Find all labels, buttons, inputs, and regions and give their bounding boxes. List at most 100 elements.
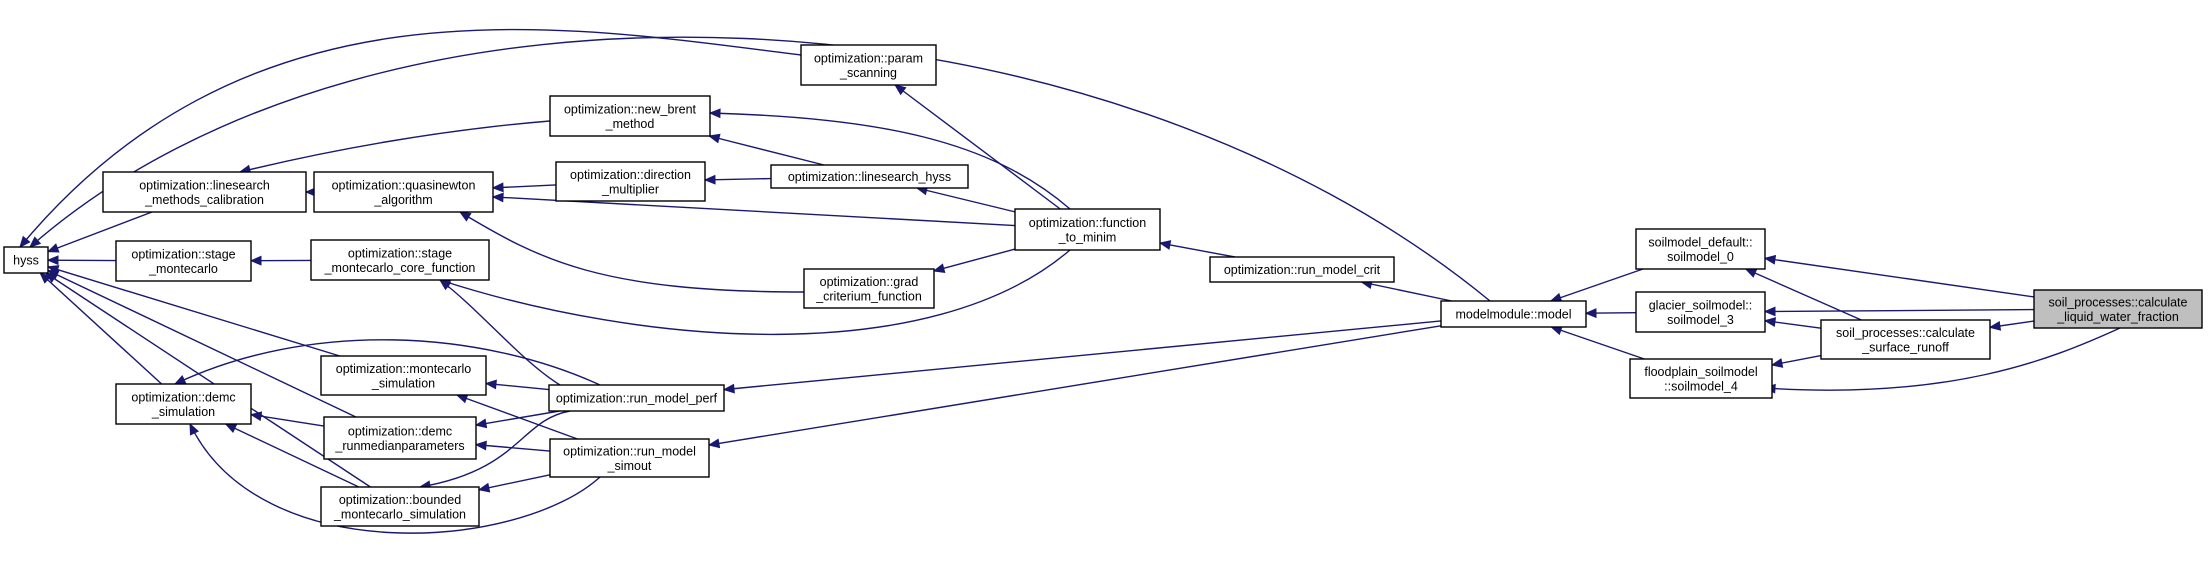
edge-demc_sim-to-bounded_mc-arrowhead [224, 423, 238, 433]
edge-hyss-to-ls_calib [47, 211, 153, 253]
node-box [1629, 358, 1773, 399]
node-liquid-water[interactable]: soil_processes::calculate_liquid_water_f… [2033, 289, 2203, 329]
edge-hyss-to-demc_runmedian [47, 269, 357, 418]
edge-bounded_mc-to-run_model_simout-arrowhead [477, 482, 491, 493]
edge-run_model_perf-to-modelmodule [723, 320, 1442, 391]
node-label: _simout [607, 459, 652, 473]
node-stage-core[interactable]: optimization::stage_montecarlo_core_func… [310, 239, 490, 281]
node-box [115, 383, 252, 425]
edge-soilmodel_0-to-surface_runoff-arrowhead [1744, 268, 1758, 278]
node-label: optimization::new_brent [564, 102, 697, 116]
edge-demc_sim-to-bounded_mc [225, 423, 360, 488]
node-soilmodel-3[interactable]: glacier_soilmodel::soilmodel_3 [1635, 291, 1766, 333]
node-new-brent[interactable]: optimization::new_brent_method [549, 95, 711, 137]
node-stage-mc[interactable]: optimization::stage_montecarlo [115, 240, 252, 282]
node-demc-sim[interactable]: optimization::demc_simulation [115, 383, 252, 425]
edge-hyss-to-param_scan [19, 28, 802, 248]
node-label: optimization::bounded [339, 493, 461, 507]
node-label: optimization::linesearch_hyss [788, 170, 951, 184]
edge-quasinewton-to-direction_mult-arrowhead [491, 182, 504, 193]
node-label: optimization::grad [820, 275, 919, 289]
node-box [800, 44, 937, 86]
edge-demc_sim-to-demc_runmedian [250, 413, 325, 427]
node-label: soil_processes::calculate [2049, 295, 2188, 309]
edge-hyss-to-mc_sim [47, 266, 340, 357]
node-label: _scanning [839, 66, 897, 80]
node-soilmodel-0[interactable]: soilmodel_default::soilmodel_0 [1635, 228, 1766, 270]
node-function-to-minim[interactable]: optimization::function_to_minim [1014, 208, 1161, 251]
node-box [320, 486, 480, 527]
node-label: soilmodel_default:: [1648, 235, 1752, 249]
node-label: glacier_soilmodel:: [1649, 298, 1753, 312]
node-label: optimization::montecarlo [336, 362, 472, 376]
edge-run_model_perf-to-modelmodule-arrowhead [722, 383, 735, 394]
node-box [548, 384, 725, 412]
node-label: hyss [13, 254, 39, 268]
edge-hyss-to-demc_sim [39, 272, 163, 385]
node-box [1635, 291, 1766, 333]
node-mc-sim[interactable]: optimization::montecarlo_simulation [320, 355, 487, 396]
node-label: _method [605, 117, 655, 131]
nodes-layer: hyss optimization::linesearch_methods_cal… [3, 44, 2203, 527]
edge-soilmodel_0-to-liquid_water-arrowhead [1763, 254, 1777, 265]
edge-soilmodel_3-to-liquid_water-arrowhead [1763, 306, 1776, 317]
node-box [1014, 208, 1161, 251]
edge-quasinewton-to-grad_crit-arrowhead [458, 211, 472, 222]
node-label: optimization::linesearch [139, 178, 270, 192]
edge-grad_crit-to-function_to_minim [933, 248, 1016, 272]
node-label: _multiplier [601, 182, 659, 196]
node-label: _criterium_function [815, 289, 922, 303]
node-run-model-simout[interactable]: optimization::run_model_simout [549, 438, 710, 478]
node-box [1440, 300, 1587, 328]
edge-direction_mult-to-ls_hyss [704, 177, 772, 181]
edge-demc_sim-to-demc_runmedian-arrowhead [249, 411, 263, 422]
edge-hyss-to-modelmodule-arrowhead [29, 236, 42, 248]
node-surface-runoff[interactable]: soil_processes::calculate_surface_runoff [1820, 319, 1991, 360]
edge-mc_sim-to-run_model_perf-arrowhead [484, 379, 497, 390]
edge-ls_hyss-to-function_to_minim [916, 187, 1016, 213]
node-box [3, 246, 49, 274]
node-bounded-mc[interactable]: optimization::bounded_montecarlo_simulat… [320, 486, 480, 527]
edge-hyss-to-bounded_mc [45, 272, 371, 488]
node-param-scan[interactable]: optimization::param_scanning [800, 44, 937, 86]
edge-demc_runmedian-to-run_model_simout [475, 443, 551, 452]
node-grad-crit[interactable]: optimization::grad_criterium_function [803, 268, 935, 309]
node-soilmodel-4[interactable]: floodplain_soilmodel::soilmodel_4 [1629, 358, 1773, 399]
edge-soilmodel_0-to-liquid_water [1764, 257, 2035, 298]
node-ls-calib[interactable]: optimization::linesearch_methods_calibra… [102, 171, 307, 213]
node-label: optimization::run_model_perf [556, 392, 718, 406]
node-label: modelmodule::model [1455, 308, 1571, 322]
node-label: _montecarlo [148, 262, 218, 276]
edge-function_to_minim-to-run_model_crit [1159, 242, 1236, 258]
edge-hyss-to-demc_sim-arrowhead [39, 272, 52, 284]
edge-mc_sim-to-run_model_perf [485, 382, 550, 391]
edge-ls_calib-to-new_brent [239, 120, 551, 173]
node-run-model-perf[interactable]: optimization::run_model_perf [548, 384, 725, 412]
node-label: floodplain_soilmodel [1644, 365, 1757, 379]
edge-run_model_simout-to-modelmodule-arrowhead [707, 438, 721, 449]
node-ls-hyss[interactable]: optimization::linesearch_hyss [770, 164, 969, 189]
edge-stage_core-to-run_model_perf-arrowhead [438, 279, 452, 291]
node-direction-mult[interactable]: optimization::direction_multiplier [555, 161, 706, 202]
edge-run_model_simout-to-modelmodule [708, 325, 1442, 446]
edge-bounded_mc-to-run_model_simout [478, 474, 551, 491]
edge-soilmodel_4-to-surface_runoff-arrowhead [1770, 358, 1784, 368]
node-label: _montecarlo_core_function [324, 261, 476, 275]
edge-stage_mc-to-stage_core-arrowhead [249, 255, 262, 266]
node-demc-runmedian[interactable]: optimization::demc_runmedianparameters [323, 416, 477, 460]
edge-modelmodule-to-soilmodel_0 [1550, 268, 1644, 302]
edge-demc_runmedian-to-run_model_perf [475, 410, 560, 426]
edge-function_to_minim-to-run_model_crit-arrowhead [1158, 240, 1172, 250]
edge-new_brent-to-function_to_minim [709, 112, 1071, 210]
edge-run_model_crit-to-modelmodule [1361, 281, 1452, 302]
edge-demc_sim-to-run_model_perf [174, 339, 601, 386]
edge-demc_sim-to-run_model_simout [189, 423, 601, 534]
edge-quasinewton-to-grad_crit [459, 211, 805, 293]
node-label: optimization::demc [131, 390, 235, 404]
node-modelmodule[interactable]: modelmodule::model [1440, 300, 1587, 328]
node-quasinewton[interactable]: optimization::quasinewton_algorithm [313, 171, 494, 213]
node-hyss[interactable]: hyss [3, 246, 49, 274]
node-box [1820, 319, 1991, 360]
node-run-model-crit[interactable]: optimization::run_model_crit [1209, 256, 1395, 283]
